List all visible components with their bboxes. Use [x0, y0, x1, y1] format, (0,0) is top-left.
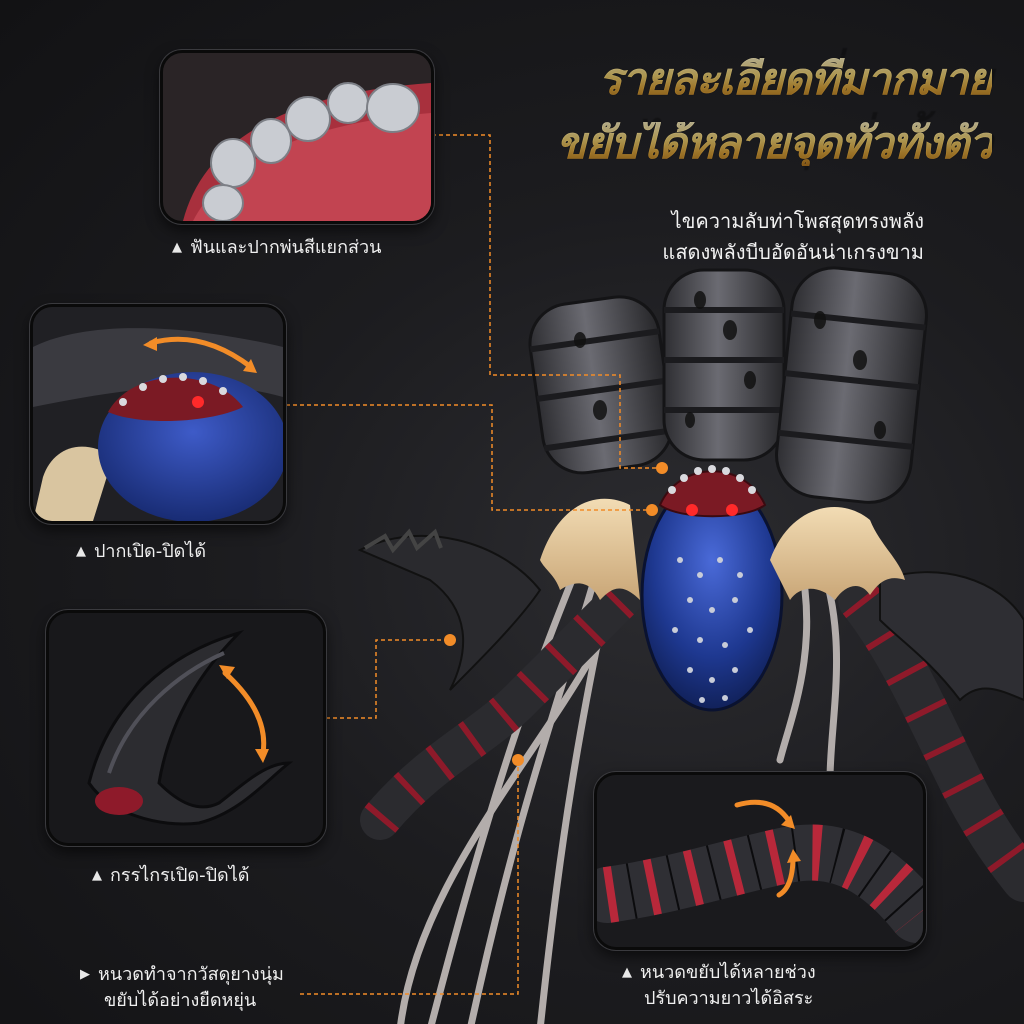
cylinder-right [775, 266, 928, 504]
caption-pincer-text: กรรไกรเปิด-ปิดได้ [110, 865, 250, 886]
caption-segments-line-1: หนวดขยับได้หลายช่วง [640, 962, 816, 983]
caption-mouth: ▲ ปากเปิด-ปิดได้ [76, 536, 206, 565]
triangle-up-icon: ▲ [172, 240, 182, 255]
headline-line-1: รายละเอียดที่มากมาย [598, 54, 993, 105]
caption-tentacle-line-1: หนวดทำจากวัสดุยางนุ่ม [98, 964, 284, 985]
caption-teeth: ▲ ฟันและปากพ่นสีแยกส่วน [172, 232, 381, 261]
subtitle-line-2: แสดงพลังบีบอัดอันน่าเกรงขาม [662, 240, 924, 264]
detail-panel-segments [594, 772, 926, 950]
detail-panel-pincer [46, 610, 326, 846]
segments-closeup-image [597, 775, 923, 947]
triangle-right-icon: ▶ [80, 967, 90, 982]
detail-panel-mouth [30, 304, 286, 524]
caption-pincer: ▲ กรรไกรเปิด-ปิดได้ [92, 860, 249, 889]
mouth-closeup-image [33, 307, 283, 521]
caption-segments: ▲ หนวดขยับได้หลายช่วง ปรับความยาวได้อิสระ [622, 960, 816, 1012]
left-arm [357, 528, 660, 840]
caption-mouth-text: ปากเปิด-ปิดได้ [94, 541, 207, 562]
teeth-closeup-image [163, 53, 431, 221]
connector-dots [444, 462, 668, 766]
subtitle-line-1: ไขความลับท่าโพสสุดทรงพลัง [671, 209, 924, 233]
headline-line-2: ขยับได้หลายจุดทั่วทั้งตัว [556, 118, 993, 169]
triangle-up-icon: ▲ [622, 965, 632, 980]
right-arm [838, 571, 1024, 902]
caption-tentacle-line-2: ขยับได้อย่างยืดหยุ่น [104, 990, 257, 1011]
pincer-closeup-image [49, 613, 323, 843]
triangle-up-icon: ▲ [76, 544, 86, 559]
detail-panel-teeth [160, 50, 434, 224]
triangle-up-icon: ▲ [92, 868, 102, 883]
caption-teeth-text: ฟันและปากพ่นสีแยกส่วน [190, 237, 382, 258]
caption-segments-line-2: ปรับความยาวได้อิสระ [644, 988, 814, 1009]
cylinder-center [662, 268, 786, 462]
caption-tentacle: ▶ หนวดทำจากวัสดุยางนุ่ม ขยับได้อย่างยืดหย… [80, 962, 284, 1014]
body-dots [672, 557, 753, 703]
